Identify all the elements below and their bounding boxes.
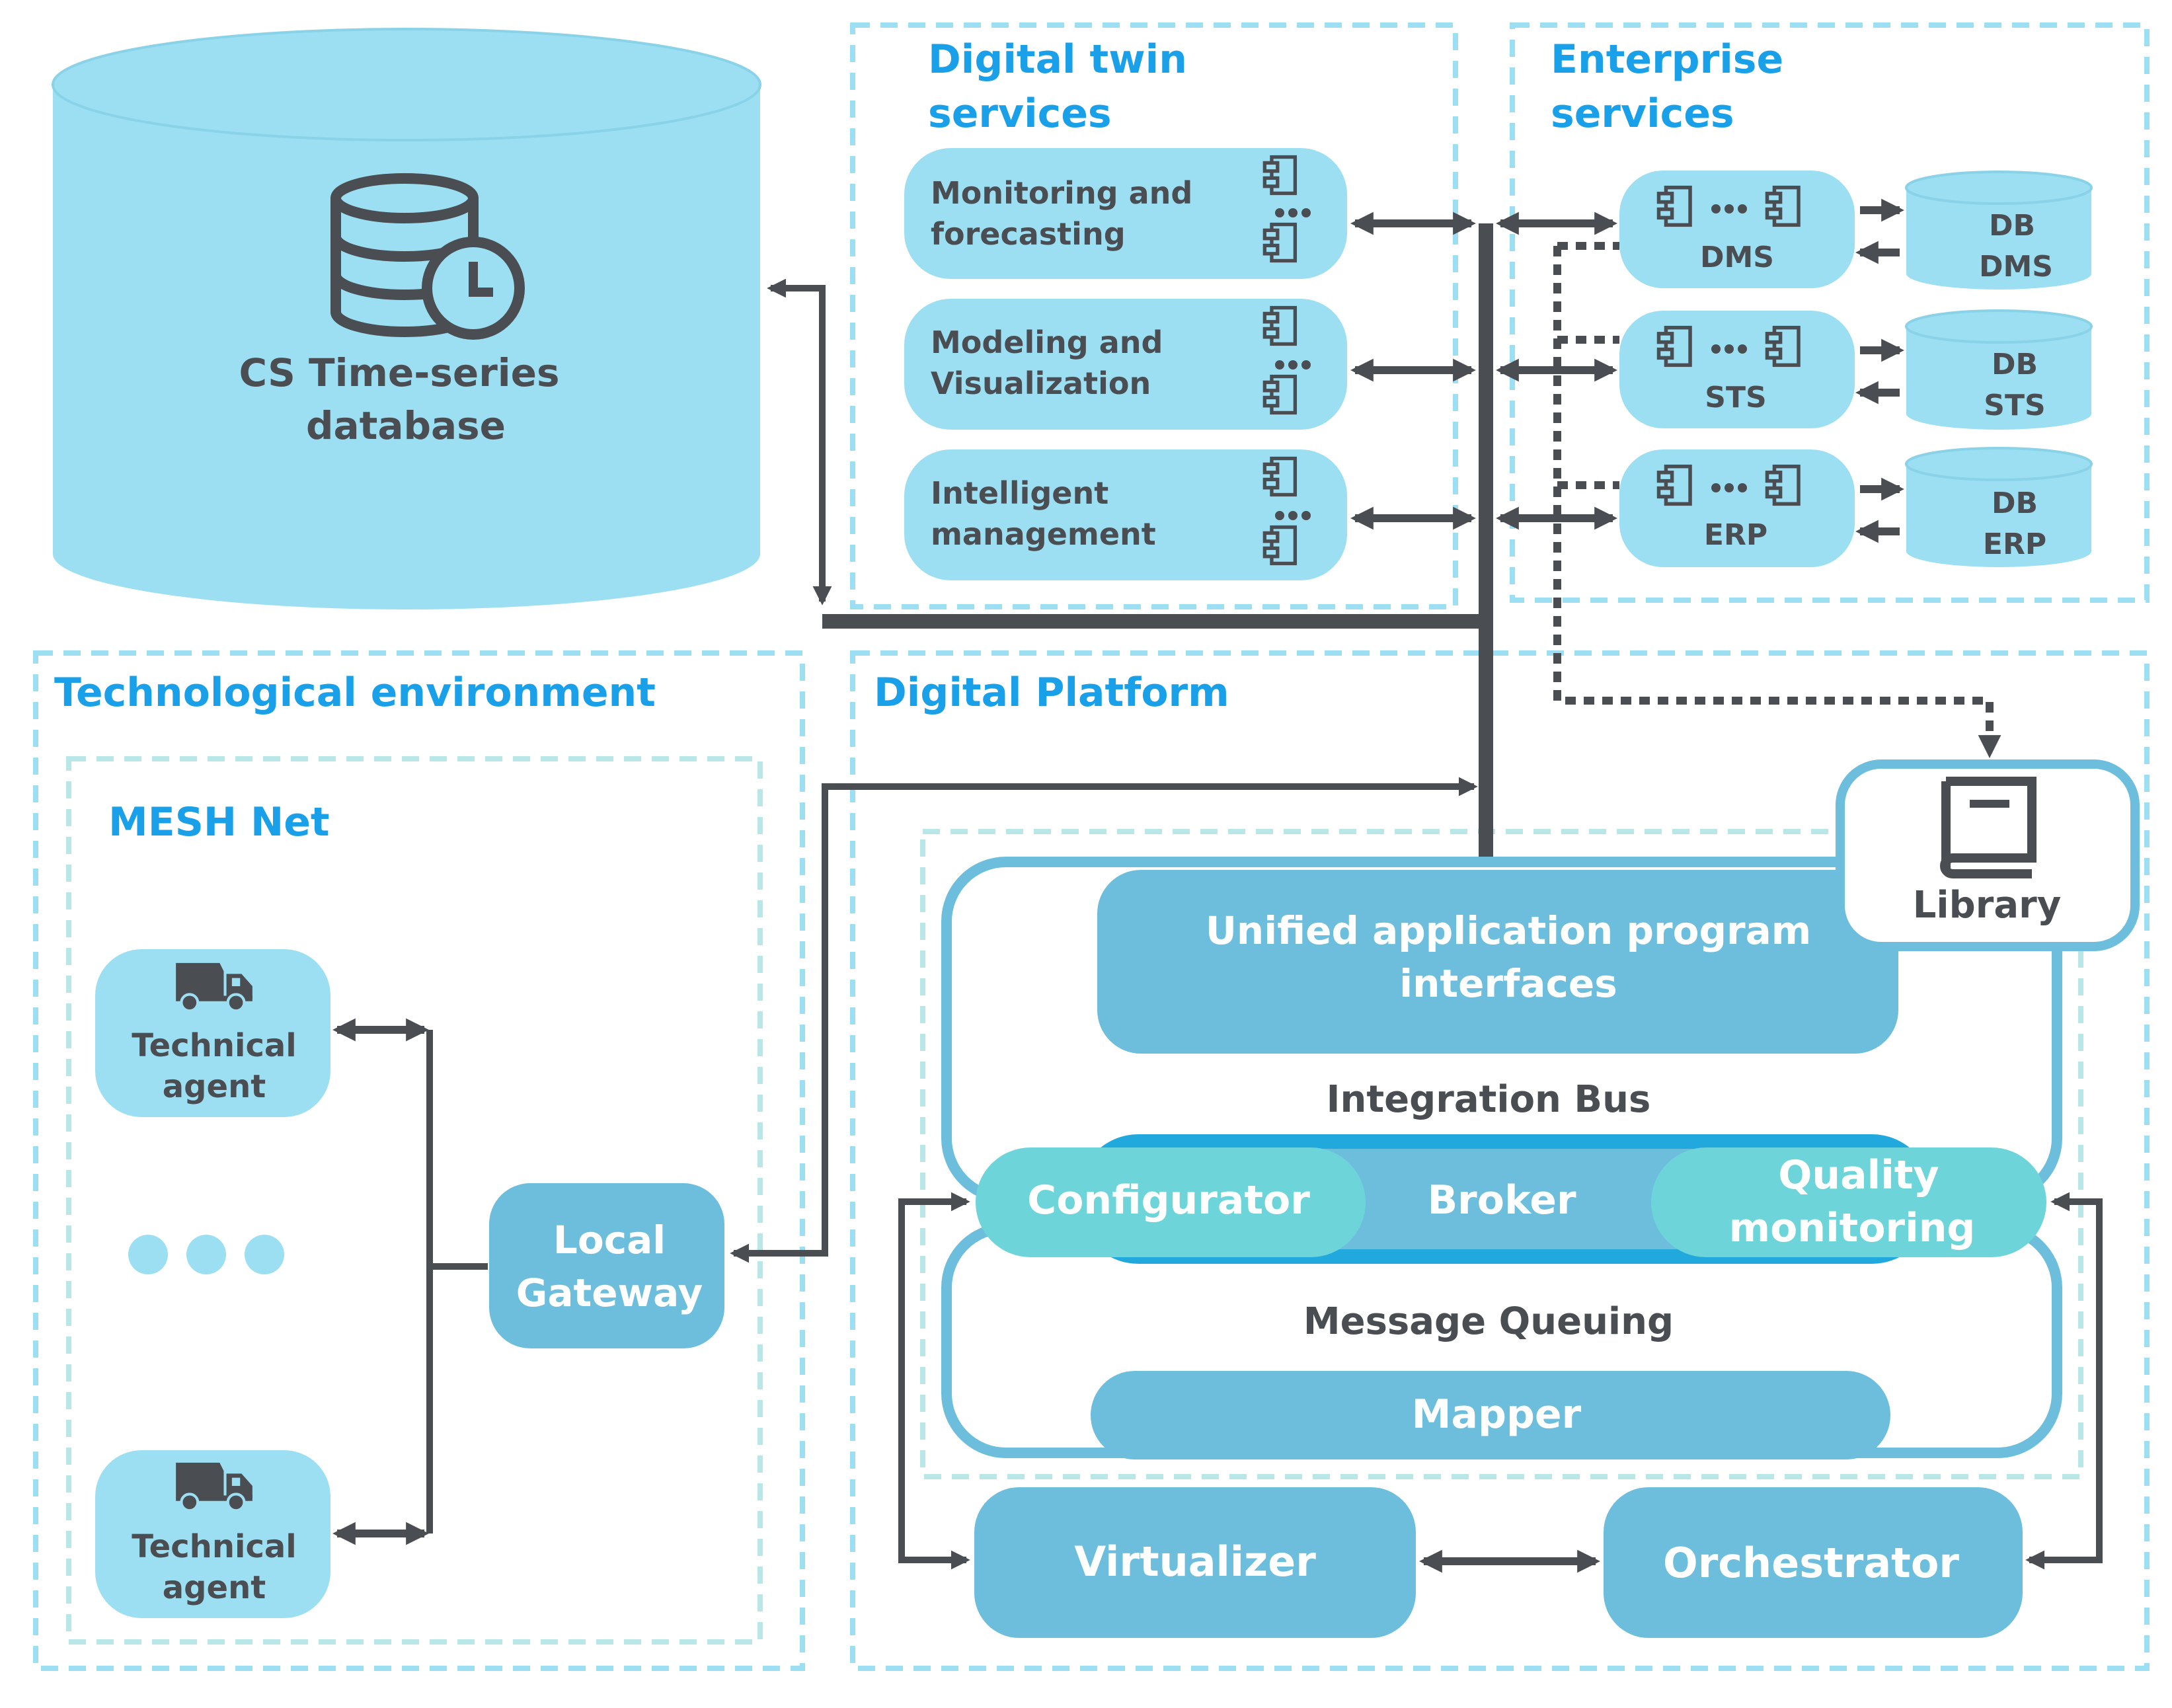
service-label-line1: Modeling and — [931, 325, 1163, 360]
enterprise-service-dms[interactable]: DMS — [1619, 171, 1855, 288]
service-label-line1: Intelligent — [931, 475, 1108, 511]
mapper[interactable]: Mapper — [1091, 1371, 1890, 1459]
virtualizer-label: Virtualizer — [1074, 1537, 1316, 1586]
enterprise-title-line2: services — [1551, 91, 1734, 137]
broker-label[interactable]: Broker — [1427, 1177, 1576, 1223]
configurator-label: Configurator — [1027, 1177, 1310, 1223]
technical-agent[interactable]: Technical agent — [95, 949, 330, 1117]
database-clock-icon — [330, 173, 525, 340]
enterprise-service-sts[interactable]: STS — [1619, 311, 1855, 428]
ellipsis-icon — [1275, 208, 1311, 217]
service-monitoring-forecasting[interactable]: Monitoring and forecasting — [904, 148, 1347, 279]
tech-env-title: Technological environment — [54, 670, 656, 716]
local-gateway[interactable]: Local Gateway — [489, 1183, 724, 1348]
database-label-line1: CS Time-series — [239, 350, 559, 395]
configurator-virtualizer-arrow — [898, 1192, 970, 1570]
mapper-label: Mapper — [1412, 1391, 1582, 1438]
quality-orchestrator-arrow — [2025, 1192, 2103, 1570]
enterprise-title-line1: Enterprise — [1551, 36, 1783, 83]
orchestrator[interactable]: Orchestrator — [1604, 1487, 2023, 1638]
quality-label-line1: Quality — [1778, 1152, 1939, 1198]
agent-label-line2: agent — [163, 1068, 266, 1105]
db-label-line2: ERP — [1983, 527, 2046, 561]
mesh-net-title: MESH Net — [108, 799, 330, 845]
message-queuing-label: Message Queuing — [1303, 1300, 1674, 1343]
digital-platform-title: Digital Platform — [874, 670, 1229, 716]
mesh-connectors — [332, 1018, 488, 1545]
gateway-label-line1: Local — [553, 1218, 666, 1262]
api-label-line1: Unified application program — [1206, 908, 1811, 953]
integration-bus-label: Integration Bus — [1327, 1078, 1651, 1121]
virtualizer[interactable]: Virtualizer — [974, 1487, 1416, 1638]
digital-twin-title-line1: Digital twin — [928, 36, 1187, 83]
db-dms: DB DMS — [1905, 171, 2093, 290]
agent-label-line1: Technical — [132, 1027, 296, 1064]
service-intelligent-management[interactable]: Intelligent management — [904, 449, 1347, 580]
database-label-line2: database — [306, 403, 506, 448]
enterprise-service-label: DMS — [1700, 241, 1774, 274]
library[interactable]: Library — [1836, 759, 2140, 951]
ellipsis-icon — [1711, 483, 1747, 492]
service-modeling-visualization[interactable]: Modeling and Visualization — [904, 299, 1347, 430]
api-label-line2: interfaces — [1399, 961, 1617, 1006]
ellipsis-icon — [1275, 511, 1311, 520]
db-erp: DB ERP — [1905, 447, 2093, 567]
db-label-line1: DB — [1989, 209, 2035, 243]
service-label-line2: forecasting — [931, 216, 1126, 252]
orchestrator-label: Orchestrator — [1663, 1539, 1959, 1587]
unified-api[interactable]: Unified application program interfaces — [1097, 870, 1898, 1054]
enterprise-service-erp[interactable]: ERP — [1619, 449, 1855, 567]
quality-label-line2: monitoring — [1729, 1205, 1976, 1251]
service-label-line1: Monitoring and — [931, 175, 1192, 211]
enterprise-service-label: STS — [1705, 381, 1766, 414]
configurator[interactable]: Configurator — [976, 1147, 1366, 1257]
agent-label-line1: Technical — [132, 1528, 296, 1565]
ellipsis-icon — [1275, 360, 1311, 369]
database-arrow — [767, 278, 832, 605]
library-label: Library — [1913, 884, 2062, 927]
db-sts: DB STS — [1905, 309, 2093, 430]
upper-connectors — [730, 198, 2001, 1263]
enterprise-region — [1510, 22, 2150, 603]
gateway-label-line2: Gateway — [516, 1270, 703, 1315]
book-icon — [1940, 777, 2036, 878]
technical-agent[interactable]: Technical agent — [95, 1450, 330, 1618]
digital-twin-region — [850, 22, 1458, 609]
agent-label-line2: agent — [163, 1569, 266, 1606]
enterprise-service-label: ERP — [1704, 518, 1767, 552]
quality-monitoring[interactable]: Quality monitoring — [1651, 1147, 2046, 1257]
mesh-net-region — [66, 756, 763, 1645]
ellipsis-icon — [1711, 344, 1747, 354]
gateway-bus-arrow — [730, 777, 1478, 1263]
db-label-line2: STS — [1984, 389, 2045, 422]
db-label-line1: DB — [1992, 348, 2038, 381]
tech-env-region — [33, 650, 805, 1671]
db-label-line2: DMS — [1979, 250, 2053, 284]
library-dotted-connector — [1553, 246, 2001, 758]
platform-connectors — [898, 1192, 2103, 1573]
ellipsis-icon — [1711, 204, 1747, 214]
service-label-line2: Visualization — [931, 366, 1151, 401]
service-label-line2: management — [931, 516, 1156, 552]
more-agents-ellipsis — [128, 1235, 284, 1274]
digital-twin-title-line2: services — [928, 91, 1112, 137]
db-label-line1: DB — [1992, 486, 2038, 520]
timeseries-database: CS Time-series database — [52, 28, 761, 609]
